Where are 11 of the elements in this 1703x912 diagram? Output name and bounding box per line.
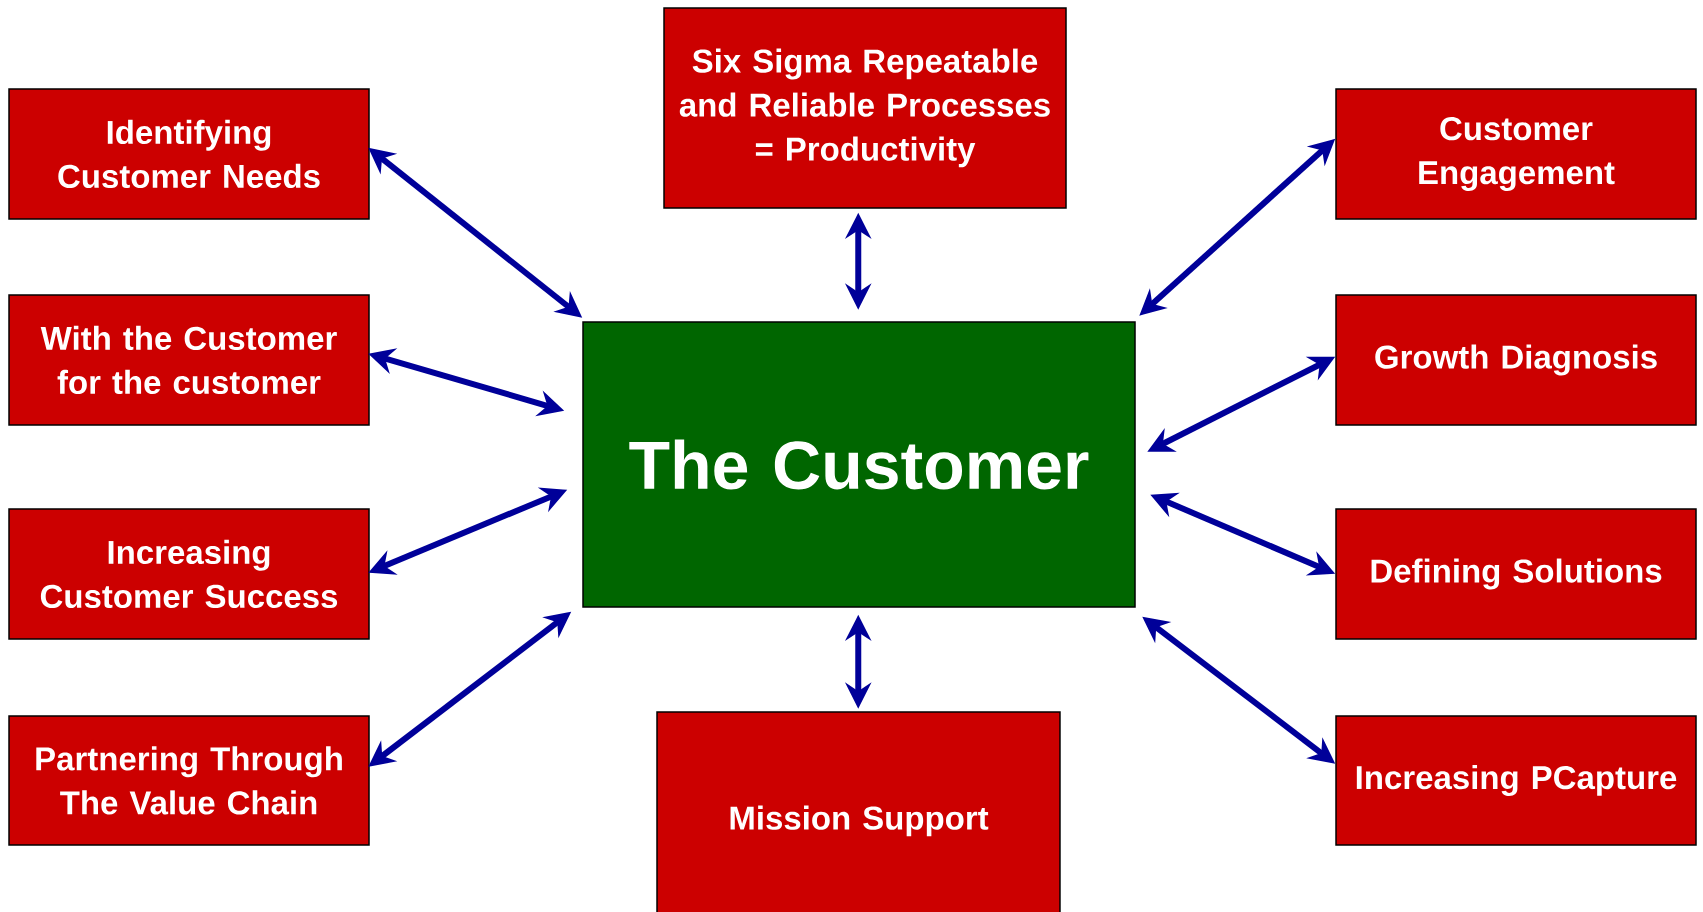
topic-box: With the Customer for the customer [8, 294, 370, 426]
topic-box: Six Sigma Repeatable and Reliable Processes = Productivity [663, 7, 1067, 209]
topic-box: Growth Diagnosis [1335, 294, 1697, 426]
topic-box: Defining Solutions [1335, 508, 1697, 640]
topic-box: Mission Support [656, 711, 1061, 912]
topic-box: Increasing PCapture [1335, 715, 1697, 846]
topic-box: Partnering Through The Value Chain [8, 715, 370, 846]
center-box: The Customer [582, 321, 1136, 608]
topic-box: Customer Engagement [1335, 88, 1697, 220]
topic-box: Identifying Customer Needs [8, 88, 370, 220]
topic-box: Increasing Customer Success [8, 508, 370, 640]
